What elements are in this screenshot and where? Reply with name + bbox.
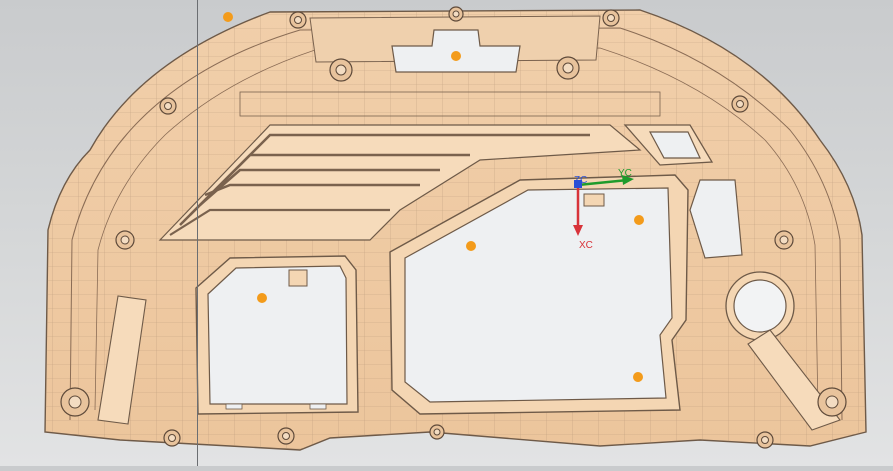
reference-point[interactable] bbox=[257, 293, 267, 303]
boss[interactable] bbox=[277, 427, 295, 445]
view-boundary-line bbox=[197, 0, 198, 466]
right-side-opening[interactable] bbox=[689, 179, 743, 259]
top-right-opening[interactable] bbox=[623, 124, 714, 166]
reference-point[interactable] bbox=[451, 51, 461, 61]
yc-label: YC bbox=[618, 168, 632, 179]
zc-axis bbox=[574, 180, 582, 188]
boss[interactable] bbox=[774, 230, 794, 250]
boss[interactable] bbox=[329, 58, 353, 82]
yc-axis bbox=[577, 178, 629, 187]
xc-label: XC bbox=[579, 240, 593, 251]
vent-slots[interactable] bbox=[158, 124, 642, 241]
boss[interactable] bbox=[60, 387, 90, 417]
yc-arrowhead bbox=[622, 175, 634, 185]
boss[interactable] bbox=[289, 11, 307, 29]
reference-point[interactable] bbox=[223, 12, 233, 22]
zc-label: ZC bbox=[574, 175, 587, 186]
reference-point[interactable] bbox=[633, 372, 643, 382]
diagonal-ribs bbox=[97, 295, 841, 431]
reference-point[interactable] bbox=[466, 241, 476, 251]
boss[interactable] bbox=[756, 431, 774, 449]
mounting-bosses bbox=[60, 6, 847, 449]
left-window[interactable] bbox=[195, 255, 359, 415]
boss[interactable] bbox=[556, 56, 580, 80]
wcs-triad[interactable]: ZC YC XC bbox=[573, 168, 634, 251]
boss[interactable] bbox=[159, 97, 177, 115]
xc-arrowhead bbox=[573, 225, 583, 236]
boss[interactable] bbox=[602, 9, 620, 27]
reference-points bbox=[223, 12, 644, 382]
reference-point[interactable] bbox=[634, 215, 644, 225]
center-window[interactable] bbox=[389, 174, 689, 415]
boss[interactable] bbox=[115, 230, 135, 250]
boss[interactable] bbox=[429, 424, 445, 440]
round-hole[interactable] bbox=[725, 271, 795, 341]
boss[interactable] bbox=[817, 387, 847, 417]
boss[interactable] bbox=[163, 429, 181, 447]
boss[interactable] bbox=[448, 6, 464, 22]
boss[interactable] bbox=[731, 95, 749, 113]
